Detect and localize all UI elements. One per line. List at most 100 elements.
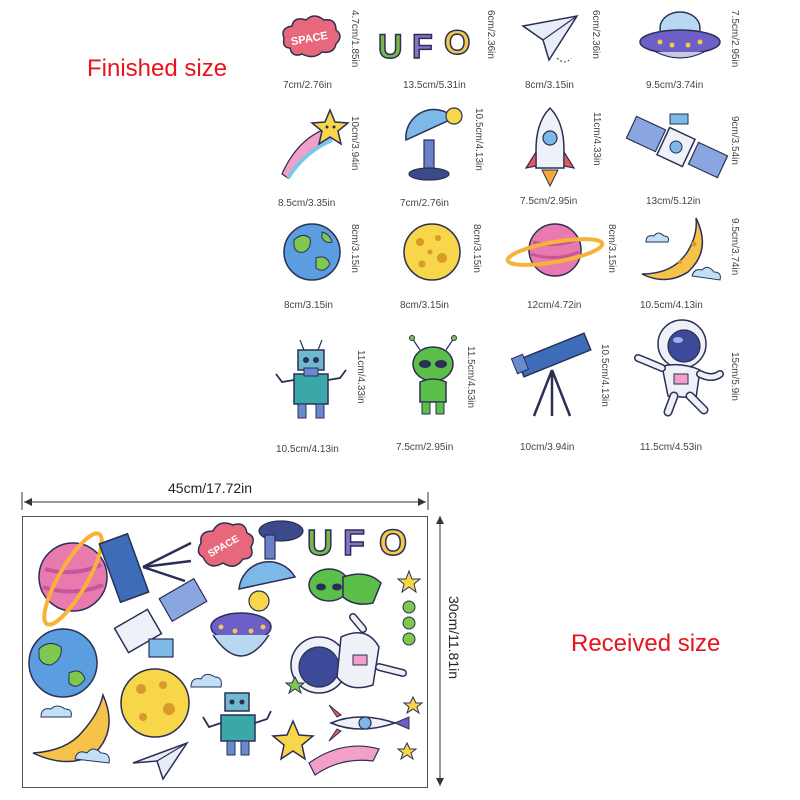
sticker-telescope: 10cm/3.94in 10.5cm/4.13in bbox=[510, 332, 622, 458]
ringed-planet-icon bbox=[38, 531, 108, 627]
yellow-moon-planet-icon bbox=[403, 223, 461, 281]
sticker-robot: 10.5cm/4.13in 11cm/4.33in bbox=[270, 338, 390, 458]
sticker-height-label: 11.5cm/4.53in bbox=[465, 346, 476, 409]
sticker-width-label: 13.5cm/5.31in bbox=[403, 80, 466, 91]
svg-text:F: F bbox=[412, 28, 433, 66]
sticker-width-label: 7cm/2.76in bbox=[400, 198, 449, 209]
rocket-icon bbox=[524, 106, 576, 188]
sticker-height-label: 8cm/3.15in bbox=[349, 224, 360, 273]
robot-icon bbox=[202, 692, 272, 756]
sheet-width-label: 45cm/17.72in bbox=[168, 480, 253, 496]
sticker-height-label: 15cm/5.9in bbox=[729, 352, 740, 401]
svg-text:O: O bbox=[379, 522, 407, 563]
sticker-earth: 8cm/3.15in 8cm/3.15in bbox=[282, 218, 392, 318]
sticker-height-label: 6cm/2.36in bbox=[590, 10, 601, 59]
star-icon bbox=[402, 695, 424, 715]
sticker-width-label: 7cm/2.76in bbox=[283, 80, 332, 91]
sticker-width-label: 7.5cm/2.95in bbox=[396, 442, 454, 453]
sticker-shooting-star: 8.5cm/3.35in 10cm/3.94in bbox=[278, 108, 388, 209]
satellite-icon bbox=[625, 113, 729, 179]
sticker-height-label: 9cm/3.54in bbox=[729, 116, 740, 165]
flying-saucer-icon bbox=[639, 11, 721, 59]
sticker-crescent-moon: 10.5cm/4.13in 9.5cm/3.74in bbox=[636, 214, 766, 318]
sticker-height-label: 8cm/3.15in bbox=[471, 224, 482, 273]
sticker-height-label: 7.5cm/2.95in bbox=[729, 10, 740, 68]
sticker-flying-saucer: 9.5cm/3.74in 7.5cm/2.95in bbox=[636, 8, 766, 98]
sticker-width-label: 13cm/5.12in bbox=[646, 196, 701, 207]
ufo-text-icon: U F O bbox=[306, 521, 408, 564]
sticker-width-label: 10.5cm/4.13in bbox=[640, 300, 703, 311]
badge-icon bbox=[402, 632, 416, 646]
sticker-width-label: 8cm/3.15in bbox=[400, 300, 449, 311]
satellite-dish-icon bbox=[405, 107, 463, 181]
shooting-star-icon bbox=[271, 719, 380, 776]
sticker-width-label: 10.5cm/4.13in bbox=[276, 444, 339, 455]
sheet-height-label: 30cm/11.81in bbox=[446, 596, 462, 680]
rocket-icon bbox=[328, 704, 410, 742]
sticker-height-label: 10cm/3.94in bbox=[349, 116, 360, 171]
sticker-height-label: 10.5cm/4.13in bbox=[473, 108, 484, 171]
earth-icon bbox=[283, 223, 341, 281]
sticker-paper-plane: 8cm/3.15in 6cm/2.36in bbox=[515, 8, 625, 98]
paper-plane-icon bbox=[521, 14, 579, 63]
astronaut-icon bbox=[634, 319, 724, 417]
space-cloud-icon: SPACE bbox=[197, 522, 254, 567]
astronaut-icon bbox=[290, 613, 407, 694]
sticker-ringed-planet: 12cm/4.72in 8cm/3.15in bbox=[505, 218, 625, 318]
star-icon bbox=[396, 569, 422, 594]
svg-text:O: O bbox=[444, 24, 470, 62]
star-icon bbox=[284, 675, 306, 695]
finished-size-label: Finished size bbox=[87, 55, 228, 82]
sticker-height-label: 10.5cm/4.13in bbox=[599, 344, 610, 407]
sticker-satellite: 13cm/5.12in 9cm/3.54in bbox=[625, 112, 758, 208]
sticker-width-label: 11.5cm/4.53in bbox=[640, 442, 703, 453]
space-cloud-icon: SPACE bbox=[282, 15, 341, 58]
flying-saucer-icon bbox=[210, 612, 272, 657]
sticker-yellow-moon-planet: 8cm/3.15in 8cm/3.15in bbox=[398, 218, 508, 318]
sticker-width-label: 10cm/3.94in bbox=[520, 442, 575, 453]
crescent-moon-icon bbox=[641, 217, 721, 281]
sticker-space-cloud: SPACE 7cm/2.76in 4.7cm/1.85in bbox=[278, 8, 388, 98]
height-dimension-arrow bbox=[436, 516, 444, 786]
sticker-height-label: 8cm/3.15in bbox=[606, 224, 617, 273]
robot-icon bbox=[275, 339, 347, 419]
satellite-icon bbox=[113, 577, 208, 658]
sticker-ufo-text: U F O 13.5cm/5.31in 6cm/2.36in bbox=[377, 8, 508, 98]
sticker-height-label: 11cm/4.33in bbox=[355, 350, 366, 404]
telescope-icon bbox=[510, 332, 592, 417]
sticker-width-label: 8cm/3.15in bbox=[284, 300, 333, 311]
paper-plane-icon bbox=[132, 741, 189, 781]
received-size-label: Received size bbox=[571, 630, 721, 657]
badge-icon bbox=[402, 600, 416, 614]
badge-icon bbox=[402, 616, 416, 630]
shooting-star-icon bbox=[281, 108, 350, 180]
earth-icon bbox=[28, 628, 98, 698]
sticker-satellite-dish: 7cm/2.76in 10.5cm/4.13in bbox=[398, 104, 508, 209]
cloud-icon bbox=[40, 705, 72, 718]
satellite-dish-icon bbox=[238, 520, 304, 612]
ringed-planet-icon bbox=[505, 223, 605, 277]
cloud-icon bbox=[190, 673, 222, 688]
svg-text:F: F bbox=[343, 522, 365, 563]
alien-icon bbox=[409, 335, 457, 415]
sheet-artwork: SPACE U F O bbox=[28, 520, 424, 781]
sticker-width-label: 8.5cm/3.35in bbox=[278, 198, 336, 209]
width-dimension-arrow bbox=[21, 492, 429, 510]
yellow-moon-planet-icon bbox=[120, 668, 190, 738]
crescent-moon-icon bbox=[32, 692, 110, 764]
sticker-width-label: 7.5cm/2.95in bbox=[520, 196, 578, 207]
svg-text:U: U bbox=[307, 522, 333, 563]
star-icon bbox=[396, 741, 418, 761]
sticker-rocket: 7.5cm/2.95in 11cm/4.33in bbox=[520, 106, 630, 208]
sticker-alien: 7.5cm/2.95in 11.5cm/4.53in bbox=[396, 335, 510, 458]
sticker-width-label: 8cm/3.15in bbox=[525, 80, 574, 91]
sticker-height-label: 6cm/2.36in bbox=[485, 10, 496, 59]
sticker-height-label: 4.7cm/1.85in bbox=[349, 10, 360, 68]
sticker-astronaut: 11.5cm/4.53in 15cm/5.9in bbox=[630, 318, 770, 458]
svg-text:U: U bbox=[378, 28, 403, 66]
received-sticker-sheet: SPACE U F O bbox=[22, 516, 428, 788]
sticker-width-label: 9.5cm/3.74in bbox=[646, 80, 704, 91]
sticker-width-label: 12cm/4.72in bbox=[527, 300, 582, 311]
telescope-icon bbox=[98, 532, 192, 604]
alien-icon bbox=[308, 568, 382, 605]
